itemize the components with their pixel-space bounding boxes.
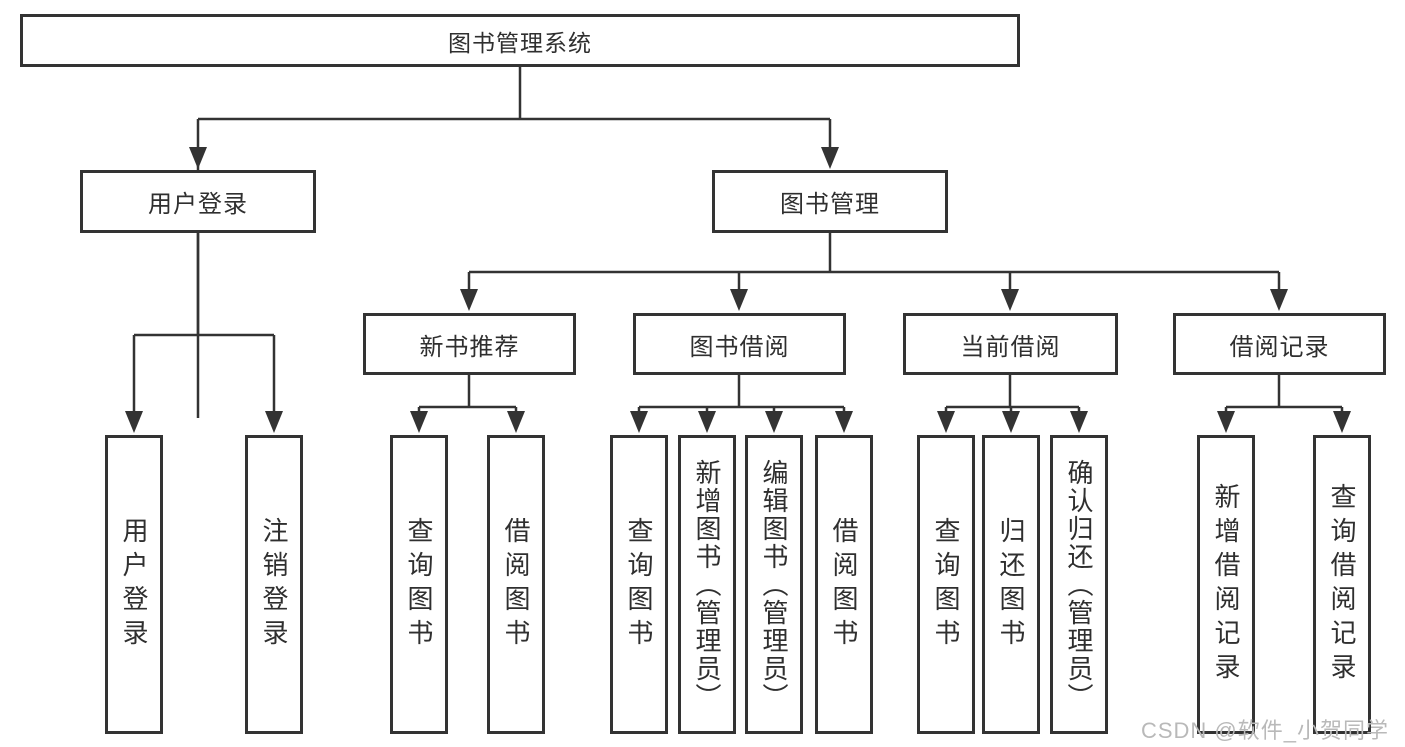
node-user-login: 用户登录: [80, 170, 316, 233]
leaf-query-borrow-record: 查询借阅记录: [1313, 435, 1371, 734]
leaf-add-borrow-record: 新增借阅记录: [1197, 435, 1255, 734]
node-book-borrowing: 图书借阅: [633, 313, 846, 375]
leaf-label: 查询图书: [931, 516, 961, 653]
leaf-add-book-admin: 新增图书（管理员）: [678, 435, 736, 734]
leaf-user-login: 用户登录: [105, 435, 163, 734]
node-new-book-recommendation: 新书推荐: [363, 313, 576, 375]
leaf-label: 新增借阅记录: [1211, 482, 1241, 687]
connector-root-to-level2: [196, 67, 832, 418]
leaf-query-books-recommend: 查询图书: [390, 435, 448, 734]
leaf-borrow-books-recommend: 借阅图书: [487, 435, 545, 734]
leaf-label: 借阅图书: [501, 516, 531, 653]
leaf-borrow-books: 借阅图书: [815, 435, 873, 734]
leaf-query-books-current: 查询图书: [917, 435, 975, 734]
connector-user-login-children: [132, 233, 276, 418]
leaf-label: 用户登录: [119, 516, 149, 653]
leaf-label: 确认归还（管理员）: [1064, 458, 1094, 711]
leaf-label: 编辑图书（管理员）: [759, 458, 789, 711]
leaf-label: 查询图书: [624, 516, 654, 653]
node-borrowing-records: 借阅记录: [1173, 313, 1386, 375]
node-book-management: 图书管理: [712, 170, 948, 233]
leaf-label: 新增图书（管理员）: [692, 458, 722, 711]
leaf-logout: 注销登录: [245, 435, 303, 734]
csdn-watermark: CSDN @软件_小贺同学: [1140, 718, 1389, 743]
connector-level3-children: [417, 375, 1344, 418]
arrow-down-icons: [125, 147, 1351, 433]
leaf-label: 归还图书: [996, 516, 1026, 653]
leaf-edit-book-admin: 编辑图书（管理员）: [745, 435, 803, 734]
connector-book-management-children: [467, 233, 1281, 296]
leaf-return-books: 归还图书: [982, 435, 1040, 734]
leaf-label: 借阅图书: [829, 516, 859, 653]
leaf-label: 查询图书: [404, 516, 434, 653]
leaf-label: 查询借阅记录: [1327, 482, 1357, 687]
leaf-query-books-borrowing: 查询图书: [610, 435, 668, 734]
leaf-confirm-return-admin: 确认归还（管理员）: [1050, 435, 1108, 734]
leaf-label: 注销登录: [259, 516, 289, 653]
node-current-borrowing: 当前借阅: [903, 313, 1118, 375]
node-library-management-system: 图书管理系统: [20, 14, 1020, 67]
